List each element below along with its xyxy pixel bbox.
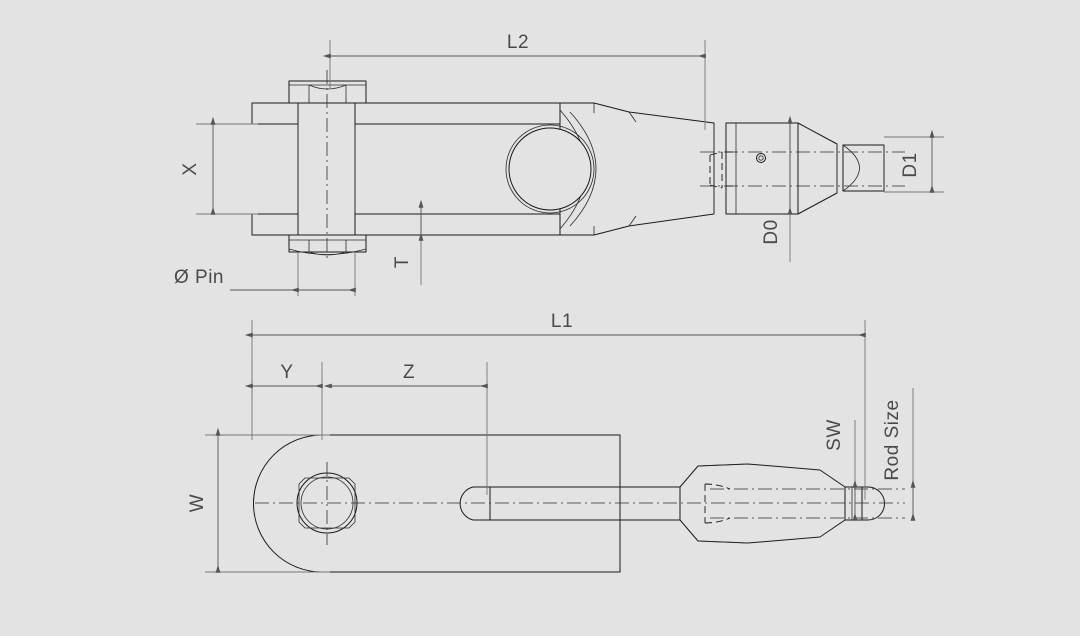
dimension-w: W: [187, 427, 330, 573]
side-view-rod-body: [679, 463, 846, 544]
dimension-label-x: X: [180, 162, 201, 175]
top-view-rod-internal-lines: [700, 151, 905, 187]
dimension-label-y: Y: [280, 362, 293, 383]
dimension-label-d1: D1: [900, 152, 921, 177]
side-view-clevis-head: [253, 434, 621, 573]
top-view-dimensions: L2 X Ø Pin T: [174, 32, 944, 296]
dimension-d0: D0: [761, 115, 793, 262]
dimension-t: T: [392, 199, 424, 285]
side-view-rod-tip: [844, 486, 885, 521]
dimension-sw: SW: [824, 419, 858, 521]
side-view-rod-link: [619, 486, 681, 521]
dimension-label-pin: Ø Pin: [174, 267, 224, 288]
dimension-d1: D1: [884, 129, 944, 193]
top-view-eye-bore: [505, 124, 595, 214]
top-view-lock-nut: [288, 234, 367, 256]
dimension-label-rod-size: Rod Size: [882, 399, 903, 480]
side-view-geometry: [253, 434, 905, 573]
dimension-label-d0: D0: [761, 219, 782, 244]
dimension-y: Y: [244, 362, 323, 440]
top-view-clevis-body: [559, 102, 715, 236]
top-view-clevis-pin: [297, 97, 356, 241]
dimension-label-w: W: [187, 494, 208, 512]
dimension-x: X: [180, 116, 258, 215]
dimension-label-l2: L2: [507, 32, 529, 53]
dimension-label-sw: SW: [824, 419, 845, 451]
side-view-fork-slot: [459, 486, 491, 521]
dimension-label-l1: L1: [551, 311, 573, 332]
top-view-rod-body: [725, 122, 799, 215]
top-view-nose-cone: [797, 122, 838, 215]
side-view-dimensions: L1 Y Z W: [187, 311, 916, 573]
side-view-rod-hidden-taper: [704, 483, 731, 524]
top-view-thread-relief: [709, 151, 723, 189]
dimension-z: Z: [323, 362, 488, 495]
dimension-label-z: Z: [403, 362, 415, 383]
dimension-l2: L2: [322, 32, 706, 130]
dimension-pin-diameter: Ø Pin: [174, 252, 356, 296]
top-view-geometry: [251, 70, 905, 262]
top-view-set-screw: [756, 153, 766, 163]
top-view-pin-head-nut: [288, 80, 367, 104]
dimension-rod-size: Rod Size: [882, 388, 916, 521]
top-view-rod-tip: [842, 144, 885, 192]
dimension-label-t: T: [392, 256, 413, 268]
